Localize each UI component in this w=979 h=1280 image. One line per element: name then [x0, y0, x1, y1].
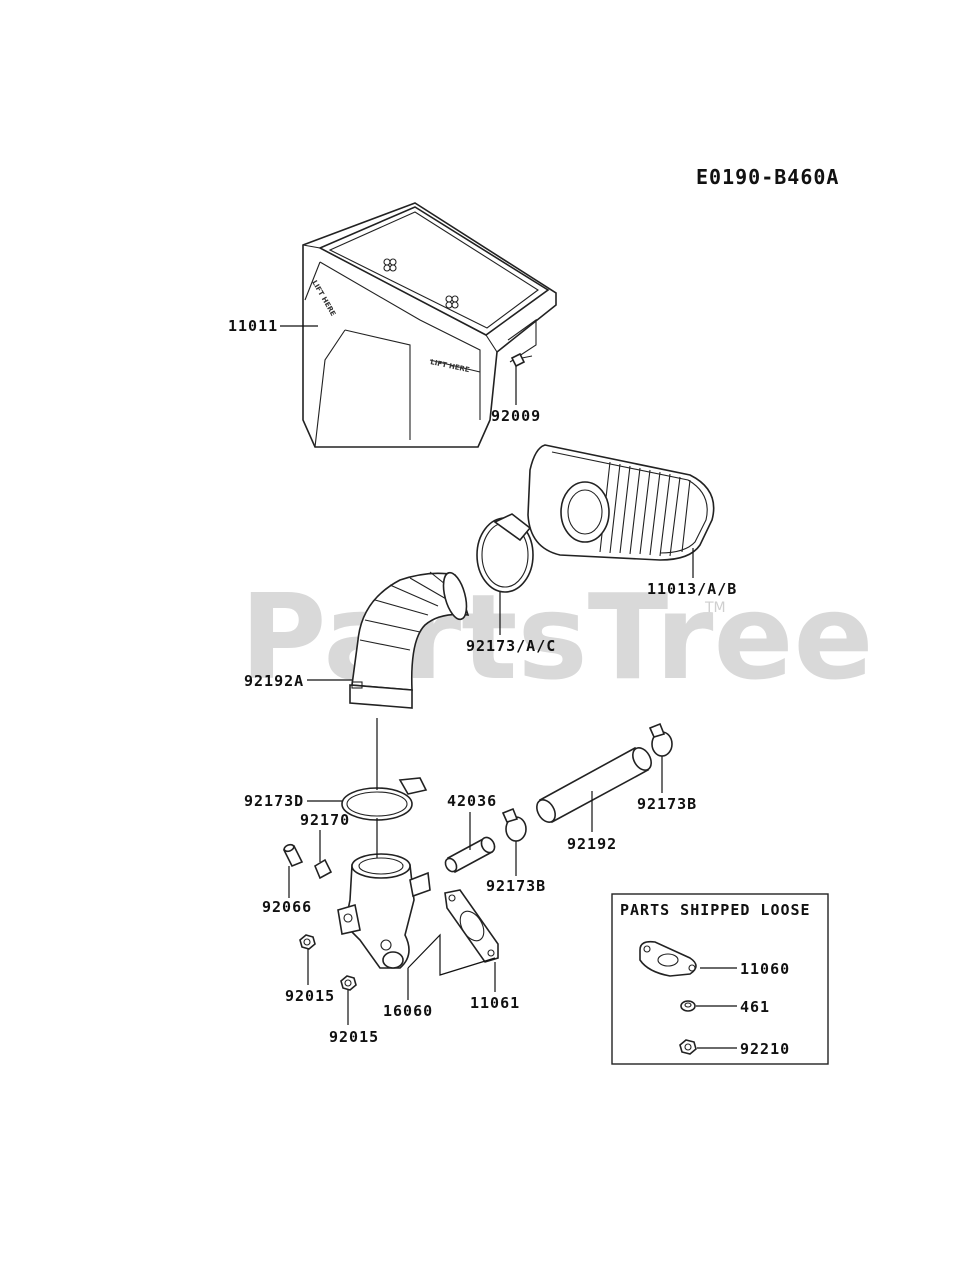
- label-92066[interactable]: 92066: [262, 898, 312, 916]
- label-92173b-top[interactable]: 92173B: [637, 795, 697, 813]
- pipe-42036[interactable]: [443, 835, 497, 874]
- clamp-92173b-top[interactable]: [648, 722, 673, 757]
- watermark: PartsTree TM: [240, 568, 874, 706]
- loose-box-title: PARTS SHIPPED LOOSE: [620, 901, 811, 919]
- label-11013-a-b[interactable]: 11013/A/B: [647, 580, 737, 598]
- washer-461[interactable]: [680, 1000, 696, 1012]
- label-92015-bottom[interactable]: 92015: [329, 1028, 379, 1046]
- housing-logo-mark-1: [383, 258, 397, 272]
- elbow-hose-92192a[interactable]: [349, 570, 471, 709]
- label-92015-left[interactable]: 92015: [285, 987, 335, 1005]
- leader-lines: [280, 325, 694, 1025]
- label-11061[interactable]: 11061: [470, 994, 520, 1012]
- clamp-92173d[interactable]: [341, 777, 428, 821]
- label-11060[interactable]: 11060: [740, 960, 790, 978]
- screw-92009[interactable]: [510, 352, 533, 368]
- intake-elbow-16060[interactable]: [337, 853, 431, 969]
- housing-logo-mark-2: [445, 295, 459, 309]
- label-92192[interactable]: 92192: [567, 835, 617, 853]
- label-92173-a-c[interactable]: 92173/A/C: [466, 637, 556, 655]
- label-42036[interactable]: 42036: [447, 792, 497, 810]
- clamp-92173-ac[interactable]: [476, 513, 534, 593]
- fitting-92170[interactable]: [313, 858, 333, 880]
- label-461[interactable]: 461: [740, 998, 770, 1016]
- cap-92066[interactable]: [282, 843, 304, 868]
- label-92173b-mid[interactable]: 92173B: [486, 877, 546, 895]
- nut-92210[interactable]: [679, 1039, 697, 1055]
- air-filter-element[interactable]: [527, 444, 715, 561]
- label-16060[interactable]: 16060: [383, 1002, 433, 1020]
- gasket-11061[interactable]: [444, 889, 499, 963]
- hose-92192[interactable]: [533, 745, 655, 826]
- label-92173d[interactable]: 92173D: [244, 792, 304, 810]
- air-cleaner-housing[interactable]: LIFT HERE LIFT HERE: [302, 202, 557, 448]
- parts-shipped-loose-box: PARTS SHIPPED LOOSE: [611, 893, 829, 1065]
- part-labels: 11011 92009 11013/A/B 92173/A/C 92192A 9…: [228, 317, 790, 1058]
- label-92009[interactable]: 92009: [491, 407, 541, 425]
- label-92170[interactable]: 92170: [300, 811, 350, 829]
- watermark-text: PartsTree: [240, 568, 874, 706]
- nut-92015-bottom[interactable]: [340, 975, 357, 991]
- label-11011[interactable]: 11011: [228, 317, 278, 335]
- gasket-11060[interactable]: [639, 940, 697, 977]
- label-92192a[interactable]: 92192A: [244, 672, 304, 690]
- nut-92015-left[interactable]: [299, 934, 316, 950]
- diagram-code: E0190-B460A: [696, 165, 839, 189]
- watermark-tm: TM: [704, 600, 726, 616]
- clamp-92173b-mid[interactable]: [501, 807, 527, 842]
- loose-box-frame: [611, 893, 829, 1065]
- label-92210[interactable]: 92210: [740, 1040, 790, 1058]
